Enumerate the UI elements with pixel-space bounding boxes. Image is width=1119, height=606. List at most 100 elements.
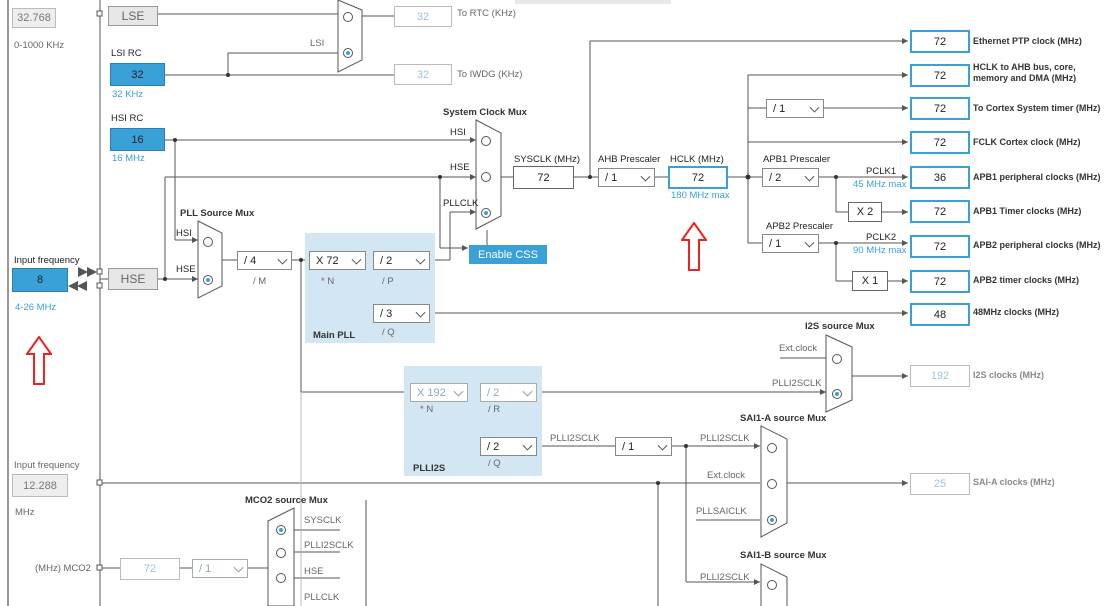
- enable-css-button[interactable]: Enable CSS: [469, 245, 547, 264]
- pll-q-dropdown[interactable]: / 3: [373, 304, 430, 323]
- plli2s-q-divider-dropdown[interactable]: / 1: [615, 437, 672, 456]
- chevron-down-icon: [522, 440, 533, 451]
- pll-m-dropdown[interactable]: / 4: [237, 251, 292, 270]
- ahb-prescaler-label: AHB Prescaler: [598, 154, 661, 165]
- sysclk-pllclk-label: PLLCLK: [443, 198, 479, 209]
- apb1-peripheral-label: APB1 peripheral clocks (MHz): [973, 172, 1101, 182]
- hse-frequency-input[interactable]: 8: [12, 268, 68, 292]
- i2s-ext-clock-radio[interactable]: [832, 354, 842, 364]
- main-pll-title: Main PLL: [313, 330, 356, 341]
- pll-src-hsi-radio[interactable]: [203, 237, 213, 247]
- sai-a-pllsaiclk-radio[interactable]: [767, 515, 777, 525]
- apb1-timer-value[interactable]: 72: [910, 200, 970, 223]
- chevron-down-icon: [804, 171, 815, 182]
- plli2s-q-dropdown[interactable]: / 2: [480, 437, 537, 456]
- fclk-label: FCLK Cortex clock (MHz): [973, 137, 1081, 147]
- hclk-max-label: 180 MHz max: [671, 190, 730, 201]
- rtc-mux-lse-radio[interactable]: [343, 12, 353, 22]
- pll-p-dropdown[interactable]: / 2: [373, 251, 430, 270]
- chevron-down-icon: [804, 237, 815, 248]
- i2s-value[interactable]: 192: [910, 365, 970, 387]
- hclk-input[interactable]: 72: [668, 166, 728, 189]
- pll-q-value: / 3: [380, 307, 393, 320]
- sai-a-label: SAI-A clocks (MHz): [973, 477, 1055, 487]
- sysclk-hsi-label: HSI: [450, 127, 466, 138]
- chevron-down-icon: [809, 102, 820, 113]
- pclk1-label: PCLK1: [866, 166, 897, 177]
- apb1-prescaler-label: APB1 Prescaler: [763, 154, 831, 165]
- plli2s-q-label: / Q: [488, 458, 501, 469]
- hsi-value: 16: [110, 128, 165, 151]
- apb1-timer-label: APB1 Timer clocks (MHz): [973, 206, 1082, 216]
- 48mhz-label: 48MHz clocks (MHz): [973, 307, 1060, 317]
- pll-source-mux-title: PLL Source Mux: [180, 208, 255, 219]
- ethernet-ptp-label: Ethernet PTP clock (MHz): [973, 36, 1082, 46]
- mco2-hse-label: HSE: [304, 566, 324, 577]
- sysclk-hse-radio[interactable]: [481, 172, 491, 182]
- lse-source: LSE: [108, 6, 158, 26]
- 48mhz-value[interactable]: 48: [910, 303, 970, 326]
- chevron-down-icon: [657, 440, 668, 451]
- i2s-plli2sclk-label: PLLI2SCLK: [772, 378, 822, 389]
- hclk-ahb-value[interactable]: 72: [910, 64, 970, 87]
- pll-src-hse-radio[interactable]: [203, 275, 213, 285]
- pll-n-dropdown[interactable]: X 72: [309, 251, 366, 270]
- apb2-prescaler-dropdown[interactable]: / 1: [762, 234, 819, 253]
- plli2s-r-dropdown[interactable]: / 2: [480, 383, 537, 402]
- plli2s-n-dropdown[interactable]: X 192: [410, 383, 468, 402]
- pll-m-label: / M: [253, 276, 267, 287]
- pll-q-label: / Q: [382, 327, 395, 338]
- lsi-mux-label: LSI: [310, 38, 325, 49]
- sai-b-plli2sclk-label: PLLI2SCLK: [700, 572, 750, 583]
- mco2-sysclk-radio[interactable]: [276, 525, 286, 535]
- mco2-plli2sclk-radio[interactable]: [276, 548, 286, 558]
- apb2-timer-value[interactable]: 72: [910, 270, 970, 293]
- cortex-timer-value[interactable]: 72: [910, 97, 970, 120]
- sai-b-plli2sclk-radio[interactable]: [767, 580, 777, 590]
- lsi-value: 32: [110, 63, 165, 86]
- arrow-up-icon: [681, 222, 707, 271]
- plli2s-n-value: X 192: [417, 386, 446, 399]
- apb1-prescaler-dropdown[interactable]: / 2: [762, 168, 819, 187]
- i2s-mux-title: I2S source Mux: [805, 321, 875, 332]
- rtc-value[interactable]: 32: [394, 6, 452, 27]
- mco2-pllclk-label: PLLCLK: [304, 592, 340, 600]
- ethernet-ptp-value[interactable]: 72: [910, 30, 970, 53]
- pll-src-hsi-label: HSI: [176, 228, 192, 239]
- rtc-mux-lsi-radio[interactable]: [343, 48, 353, 58]
- chevron-down-icon: [640, 171, 651, 182]
- ext-frequency-input[interactable]: 12.288: [12, 474, 68, 497]
- iwdg-value[interactable]: 32: [394, 64, 452, 85]
- lse-range-label: 0-1000 KHz: [14, 40, 65, 51]
- sai-a-value[interactable]: 25: [910, 473, 970, 495]
- plli2s-q-out-label: PLLI2SCLK: [550, 433, 600, 444]
- pll-source-mux: [197, 220, 223, 299]
- i2s-plli2sclk-radio[interactable]: [832, 389, 842, 399]
- plli2s-q-value: / 2: [487, 440, 500, 453]
- apb2-peripheral-label: APB2 peripheral clocks (MHz): [973, 240, 1101, 250]
- chevron-down-icon: [277, 254, 288, 265]
- chevron-down-icon: [415, 307, 426, 318]
- apb2-peripheral-value[interactable]: 72: [910, 235, 970, 258]
- apb1-peripheral-value[interactable]: 36: [910, 166, 970, 189]
- mco2-value[interactable]: 72: [120, 558, 180, 580]
- sai-a-plli2sclk-radio[interactable]: [767, 443, 777, 453]
- mco2-divider-dropdown[interactable]: / 1: [192, 559, 248, 578]
- mco2-plli2sclk-label: PLLI2SCLK: [304, 540, 354, 551]
- iwdg-label: To IWDG (KHz): [457, 69, 523, 80]
- sai-a-ext-clock-radio[interactable]: [767, 479, 777, 489]
- sysclk-pllclk-radio[interactable]: [481, 208, 491, 218]
- ahb-prescaler-value: / 1: [605, 171, 618, 184]
- hse-range-label: 4-26 MHz: [15, 302, 57, 313]
- ahb-prescaler-dropdown[interactable]: / 1: [598, 168, 655, 187]
- cortex-timer-divider-value: / 1: [773, 102, 786, 115]
- fclk-value[interactable]: 72: [910, 131, 970, 154]
- mco2-hse-radio[interactable]: [276, 573, 286, 583]
- lse-frequency-input[interactable]: 32.768: [12, 8, 56, 28]
- sysclk-value: 72: [513, 166, 574, 189]
- sysclk-hsi-radio[interactable]: [481, 136, 491, 146]
- pclk2-label: PCLK2: [866, 232, 897, 243]
- chevron-down-icon: [351, 254, 362, 265]
- cortex-timer-divider-dropdown[interactable]: / 1: [766, 99, 824, 118]
- chevron-down-icon: [453, 386, 464, 397]
